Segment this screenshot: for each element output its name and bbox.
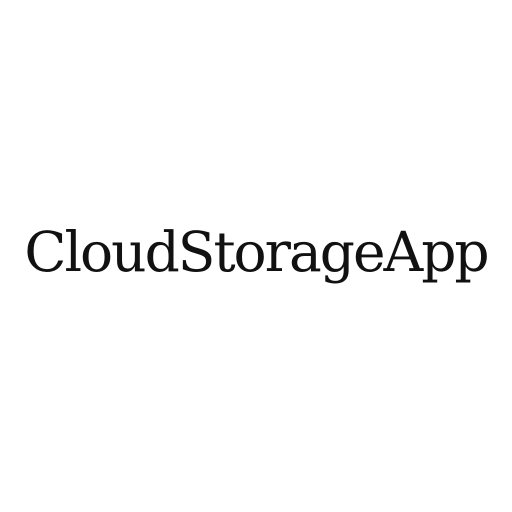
- app-wordmark: CloudStorageApp: [24, 219, 489, 284]
